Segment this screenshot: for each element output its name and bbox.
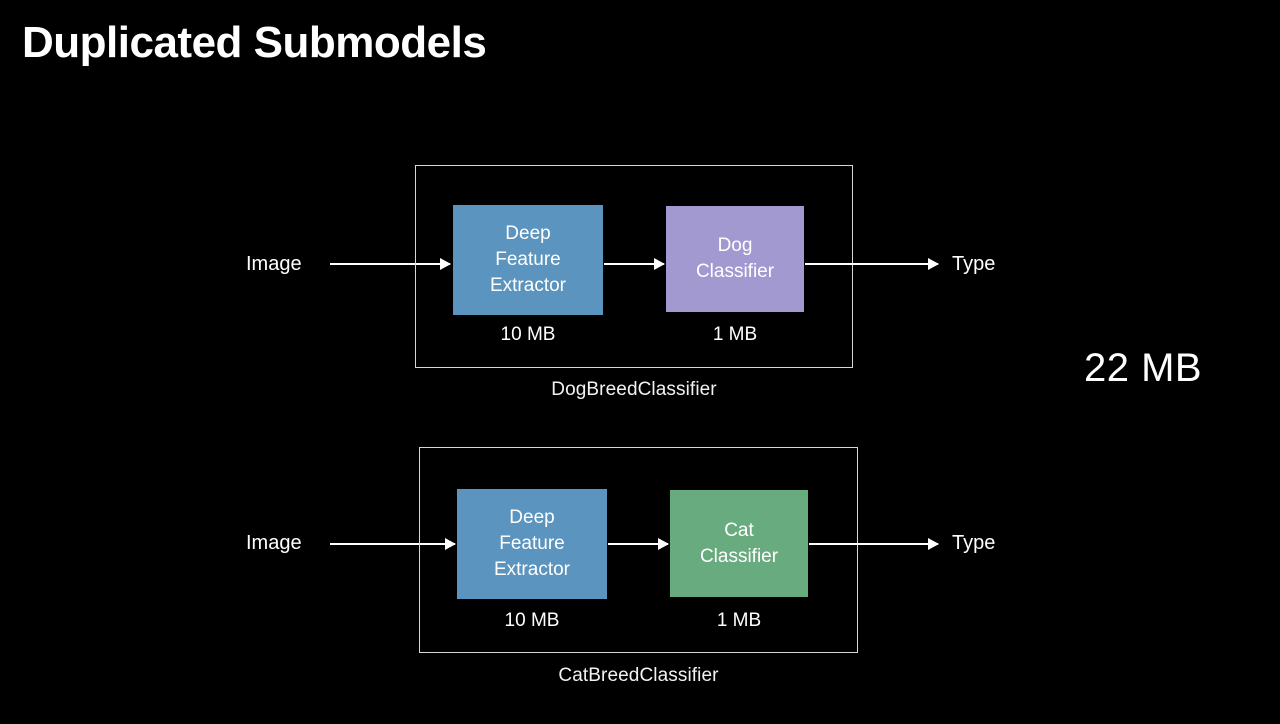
model-group-caption: CatBreedClassifier bbox=[558, 665, 719, 686]
output-arrow-icon bbox=[805, 263, 938, 265]
output-arrow-icon bbox=[809, 543, 938, 545]
model-group-boundary bbox=[419, 447, 858, 653]
stage-size-label: 1 MB bbox=[716, 610, 762, 631]
model-group-caption: DogBreedClassifier bbox=[551, 379, 717, 400]
stage-connector-arrow-icon bbox=[604, 263, 664, 265]
pipeline-output-label: Type bbox=[952, 532, 996, 554]
stage-size-label: 10 MB bbox=[500, 324, 556, 345]
stage-size-label: 10 MB bbox=[504, 610, 560, 631]
pipeline-output-label: Type bbox=[952, 253, 996, 275]
stage-block-feature-extractor[interactable]: Deep Feature Extractor bbox=[457, 489, 607, 599]
pipeline-input-label: Image bbox=[246, 532, 302, 554]
page-title: Duplicated Submodels bbox=[22, 18, 487, 67]
stage-block-dog-classifier[interactable]: Dog Classifier bbox=[666, 206, 804, 312]
stage-connector-arrow-icon bbox=[608, 543, 668, 545]
stage-size-label: 1 MB bbox=[712, 324, 758, 345]
model-group-boundary bbox=[415, 165, 853, 368]
total-size-callout: 22 MB bbox=[1084, 346, 1203, 390]
stage-block-feature-extractor[interactable]: Deep Feature Extractor bbox=[453, 205, 603, 315]
pipeline-input-label: Image bbox=[246, 253, 302, 275]
stage-block-cat-classifier[interactable]: Cat Classifier bbox=[670, 490, 808, 597]
input-arrow-icon bbox=[330, 543, 455, 545]
input-arrow-icon bbox=[330, 263, 450, 265]
